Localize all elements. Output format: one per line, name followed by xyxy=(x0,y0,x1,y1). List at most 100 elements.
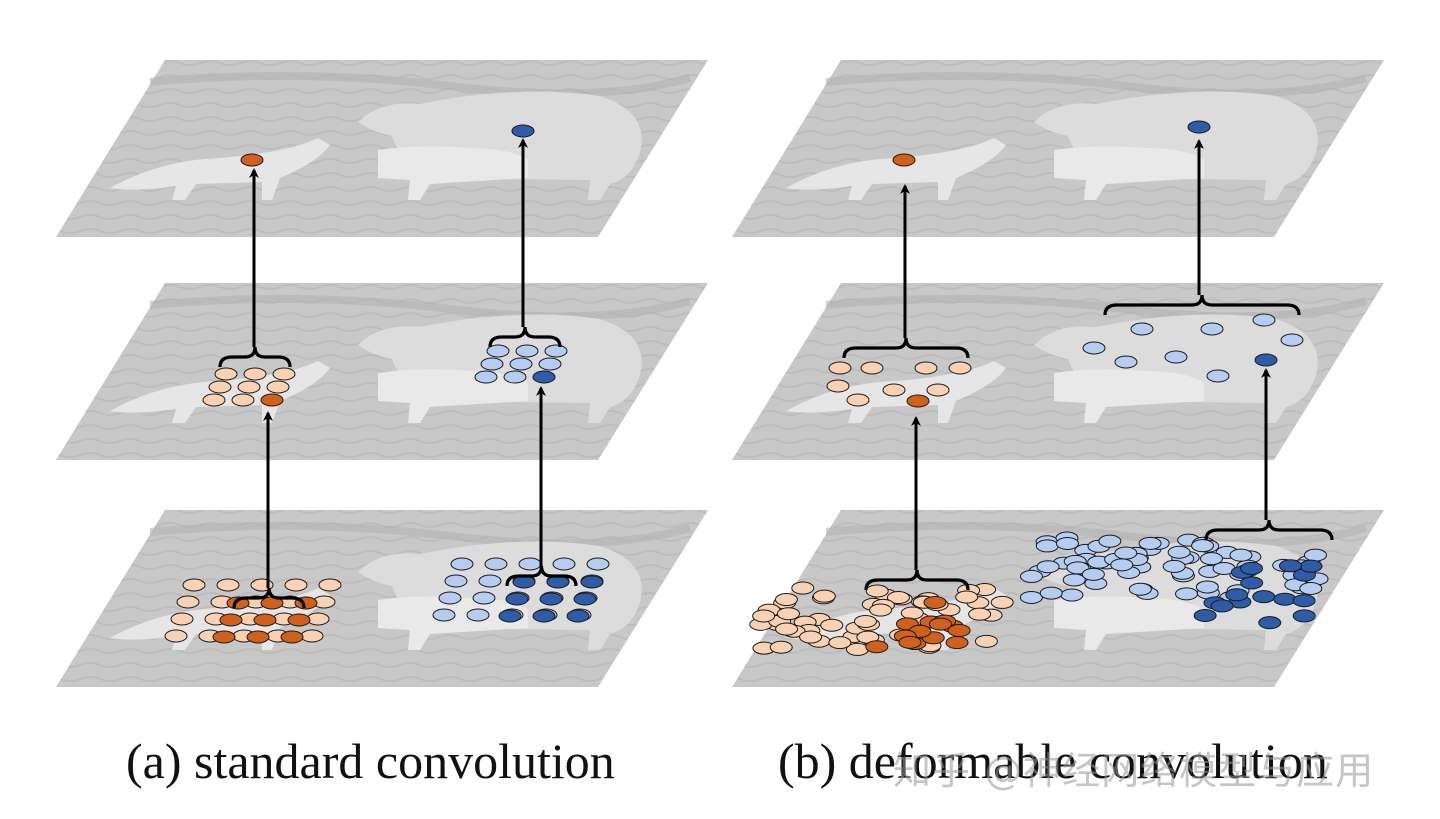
deformed-point-blue-light xyxy=(1019,590,1043,604)
sample-point-orange-mid xyxy=(272,367,296,381)
deformed-point-blue-light xyxy=(1299,581,1323,595)
lamb-silhouette xyxy=(110,138,330,200)
output-point-blue-a xyxy=(511,124,535,138)
deformed-point-blue-dark xyxy=(1278,559,1302,573)
deformed-point-orange-dark xyxy=(928,617,952,631)
deformed-point-blue-dark xyxy=(1252,590,1276,604)
sample-point-blue-light xyxy=(484,557,508,571)
sample-point-blue-mid xyxy=(515,344,539,358)
deformed-point-blue-dark xyxy=(1225,588,1249,602)
deformed-point-blue-light xyxy=(1128,582,1152,596)
deformed-point-orange-light xyxy=(799,630,823,644)
sample-point-blue-mid xyxy=(509,357,533,371)
deformed-point-orange-dark xyxy=(947,623,971,637)
deformed-point-orange-light xyxy=(752,609,776,623)
sample-point-blue-dark xyxy=(505,592,529,606)
lamb-silhouette xyxy=(786,138,1006,200)
sample-point-blue-dark xyxy=(566,609,590,623)
plane-deformable-convolution-middle xyxy=(732,283,1384,460)
sample-point-blue-dark xyxy=(532,609,556,623)
deformed-point-orange-light xyxy=(812,589,836,603)
deformed-point-orange-dark xyxy=(865,640,889,654)
sample-point-blue-dark xyxy=(512,575,536,589)
deformed-point-orange-mid xyxy=(860,361,884,375)
sample-point-orange-dark xyxy=(287,613,311,627)
caption-deformable-convolution: (b) deformable convolution xyxy=(778,733,1328,789)
sample-point-orange-mid xyxy=(237,380,261,394)
sample-point-blue-mid xyxy=(544,344,568,358)
deformed-point-orange-light xyxy=(820,618,844,632)
sample-point-orange-light xyxy=(182,578,206,592)
brace-a-middle-blue xyxy=(488,326,562,348)
deformed-point-blue-dark xyxy=(1210,599,1234,613)
output-point-orange-a xyxy=(240,153,264,167)
deformed-point-blue-mid xyxy=(1280,333,1304,347)
sample-point-orange-dark xyxy=(219,613,243,627)
sample-point-orange-light xyxy=(176,595,200,609)
deformed-point-blue-light xyxy=(1062,573,1086,587)
output-point-blue-b xyxy=(1187,120,1211,134)
deformed-point-blue-light xyxy=(1035,539,1059,553)
sample-point-blue-mid xyxy=(486,344,510,358)
sample-point-orange-light xyxy=(318,578,342,592)
deformed-point-orange-dark xyxy=(898,635,922,649)
deformed-point-orange-light xyxy=(775,622,799,636)
deformed-point-orange-light xyxy=(886,591,910,605)
sample-point-orange-light xyxy=(216,578,240,592)
deformed-point-orange-light xyxy=(974,634,998,648)
deformed-point-blue-light xyxy=(1138,536,1162,550)
deformed-point-orange-mid xyxy=(906,394,930,408)
sample-point-orange-mid xyxy=(260,393,284,407)
sample-point-blue-light xyxy=(450,557,474,571)
sample-point-orange-light xyxy=(164,629,188,643)
deformed-point-blue-light xyxy=(1195,580,1219,594)
sample-point-blue-light xyxy=(552,557,576,571)
deformed-point-blue-light xyxy=(1167,545,1191,559)
deformed-point-blue-mid xyxy=(1130,322,1154,336)
deformed-point-orange-mid xyxy=(828,361,852,375)
sample-point-orange-mid xyxy=(208,380,232,394)
sample-point-orange-dark xyxy=(212,630,236,644)
deformed-point-blue-mid xyxy=(1164,350,1188,364)
deformed-point-blue-light xyxy=(1066,561,1090,575)
deformed-point-blue-dark xyxy=(1273,592,1297,606)
deformed-point-blue-dark xyxy=(1240,576,1264,590)
sample-point-orange-mid xyxy=(202,393,226,407)
deformed-point-blue-light xyxy=(1199,552,1223,566)
deformed-point-blue-light xyxy=(1175,587,1199,601)
rock-band xyxy=(149,294,692,321)
deformed-point-orange-light xyxy=(990,595,1014,609)
sample-point-blue-dark xyxy=(546,575,570,589)
deformed-point-blue-light xyxy=(1039,586,1063,600)
sample-point-orange-light xyxy=(300,629,324,643)
marks-group xyxy=(164,120,1334,656)
deformed-point-orange-light xyxy=(865,584,889,598)
plane-standard-convolution-middle xyxy=(56,283,708,460)
rock-band xyxy=(149,71,692,98)
deformed-point-blue-light xyxy=(1036,560,1060,574)
deformed-point-blue-dark xyxy=(1292,609,1316,623)
deformed-point-blue-dark xyxy=(1258,616,1282,630)
sample-point-orange-light xyxy=(170,612,194,626)
small-lamb-silhouette xyxy=(1054,146,1204,200)
deformed-point-orange-dark xyxy=(945,636,969,650)
sample-point-orange-mid xyxy=(266,380,290,394)
caption-standard-convolution: (a) standard convolution xyxy=(126,733,615,789)
watermark-text: 知乎 @神经网络模型与应用 xyxy=(893,749,1375,793)
sample-point-blue-dark xyxy=(580,575,604,589)
plane-standard-convolution-bottom xyxy=(56,510,708,687)
deformed-point-blue-light xyxy=(1191,539,1215,553)
brace-b-bottom-blue xyxy=(1204,519,1334,541)
deformed-point-orange-light xyxy=(853,614,877,628)
deformed-point-blue-mid xyxy=(1252,313,1276,327)
sample-point-blue-mid xyxy=(538,357,562,371)
deformed-point-blue-light xyxy=(1303,548,1327,562)
plane-standard-convolution-top xyxy=(56,60,708,237)
deformed-point-blue-mid xyxy=(1114,355,1138,369)
sample-point-orange-mid xyxy=(243,367,267,381)
deformed-point-orange-light xyxy=(900,606,924,620)
deformed-point-blue-light xyxy=(1019,569,1043,583)
deformed-point-orange-light xyxy=(869,603,893,617)
deformed-point-blue-light xyxy=(1110,558,1134,572)
sample-point-blue-dark xyxy=(573,592,597,606)
